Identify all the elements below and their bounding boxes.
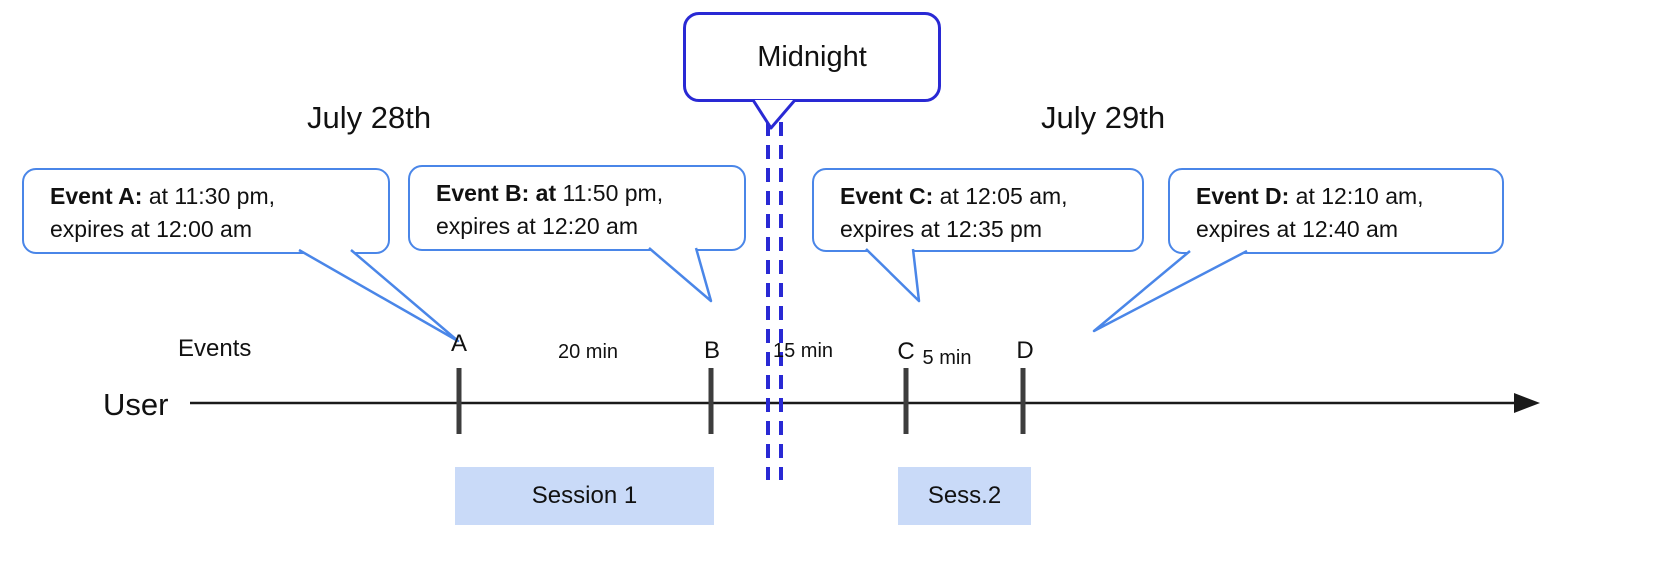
event-b-callout: Event B: at 11:50 pm, expires at 12:20 a…	[408, 165, 746, 251]
event-c-expiry: expires at 12:35 pm	[840, 216, 1043, 242]
session-2-box: Sess.2	[898, 467, 1031, 525]
user-axis-label: User	[103, 387, 169, 422]
event-b-line1: Event B: at 11:50 pm,	[436, 177, 736, 210]
event-d-title: Event D:	[1196, 183, 1290, 209]
interval-label-cd: 5 min	[922, 347, 972, 369]
event-c-time: at 12:05 am,	[933, 183, 1068, 209]
event-a-line1: Event A: at 11:30 pm,	[50, 180, 380, 213]
midnight-callout: Midnight	[683, 12, 941, 102]
interval-label-ab: 20 min	[557, 341, 619, 363]
session-1-label: Session 1	[531, 482, 638, 509]
event-d-time: at 12:10 am,	[1289, 183, 1424, 209]
session-1-box: Session 1	[455, 467, 714, 525]
date-label-july-29: July 29th	[1041, 100, 1166, 135]
event-a-time: at 11:30 pm,	[142, 183, 275, 209]
event-a-callout: Event A: at 11:30 pm, expires at 12:00 a…	[22, 168, 390, 254]
event-b-time: 11:50 pm,	[556, 180, 664, 206]
event-a-title: Event A:	[50, 183, 143, 209]
tick-label-c: C	[897, 338, 915, 365]
session-2-label: Sess.2	[927, 482, 1002, 509]
date-label-july-28: July 28th	[307, 100, 432, 135]
event-d-callout: Event D: at 12:10 am, expires at 12:40 a…	[1168, 168, 1504, 254]
tick-label-d: D	[1016, 337, 1034, 364]
midnight-label: Midnight	[757, 40, 867, 73]
event-d-expiry: expires at 12:40 am	[1196, 216, 1399, 242]
tick-label-b: B	[703, 337, 721, 364]
events-axis-label: Events	[178, 335, 252, 362]
interval-label-bc: 15 min	[772, 340, 834, 362]
event-b-title: Event B: at	[436, 180, 557, 206]
event-b-expiry: expires at 12:20 am	[436, 213, 639, 239]
event-c-title: Event C:	[840, 183, 934, 209]
event-c-callout: Event C: at 12:05 am, expires at 12:35 p…	[812, 168, 1144, 252]
event-a-expiry: expires at 12:00 am	[50, 216, 253, 242]
event-d-line1: Event D: at 12:10 am,	[1196, 180, 1494, 213]
event-c-line1: Event C: at 12:05 am,	[840, 180, 1134, 213]
tick-label-a: A	[450, 330, 468, 357]
timeline-arrowhead-icon	[1514, 393, 1540, 413]
